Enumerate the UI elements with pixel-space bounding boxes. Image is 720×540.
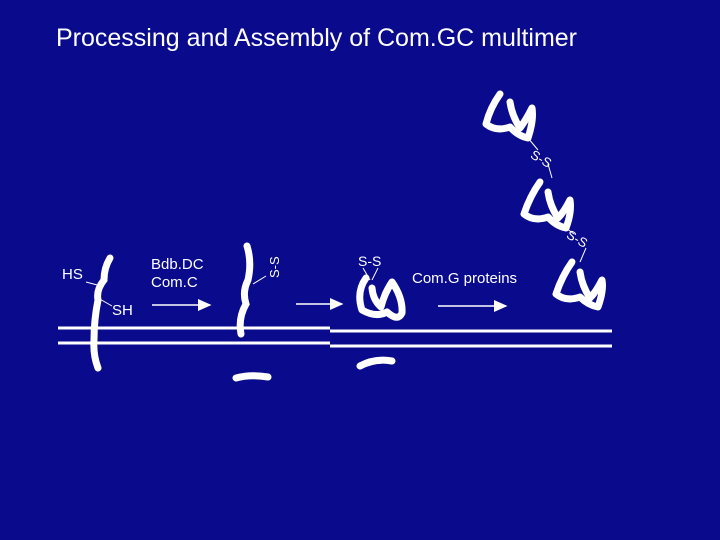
ss-link-right-line: [565, 227, 575, 235]
precursor-protein-stage1: [90, 254, 114, 372]
ss-link-top-line: [527, 137, 539, 151]
hs-pointer-line: [85, 281, 102, 287]
processed-protein-stage2: [236, 242, 254, 338]
protein-fragment-stage2: [232, 372, 272, 382]
enzyme-label-line1: Bdb.DC: [151, 256, 204, 273]
hs-label: HS: [62, 266, 83, 283]
sh-label: SH: [112, 302, 133, 319]
ss-pointer-vertical: [252, 275, 267, 285]
ss-mid-label: S-S: [358, 253, 382, 269]
ss-mid-pointer-left: [362, 267, 371, 281]
ss-vertical-label: S-S: [267, 256, 282, 278]
sh-pointer-line: [97, 297, 113, 307]
comg-protein-unit-bottom: [552, 258, 606, 311]
membrane: [58, 326, 612, 348]
comg-protein-unit-top: [482, 90, 536, 142]
protein-fragment-stage3: [356, 356, 396, 370]
ss-link-top-line-2: [547, 163, 553, 179]
slide-title: Processing and Assembly of Com.GC multim…: [56, 24, 578, 52]
comg-protein-unit-middle: [520, 178, 574, 232]
comg-proteins-label: Com.G proteins: [412, 270, 518, 287]
enzyme-label-line2: Com.C: [151, 274, 198, 291]
ss-mid-pointer-right: [371, 267, 379, 281]
folded-protein-stage3: [356, 274, 406, 321]
ss-link-right-line-2: [579, 247, 587, 263]
